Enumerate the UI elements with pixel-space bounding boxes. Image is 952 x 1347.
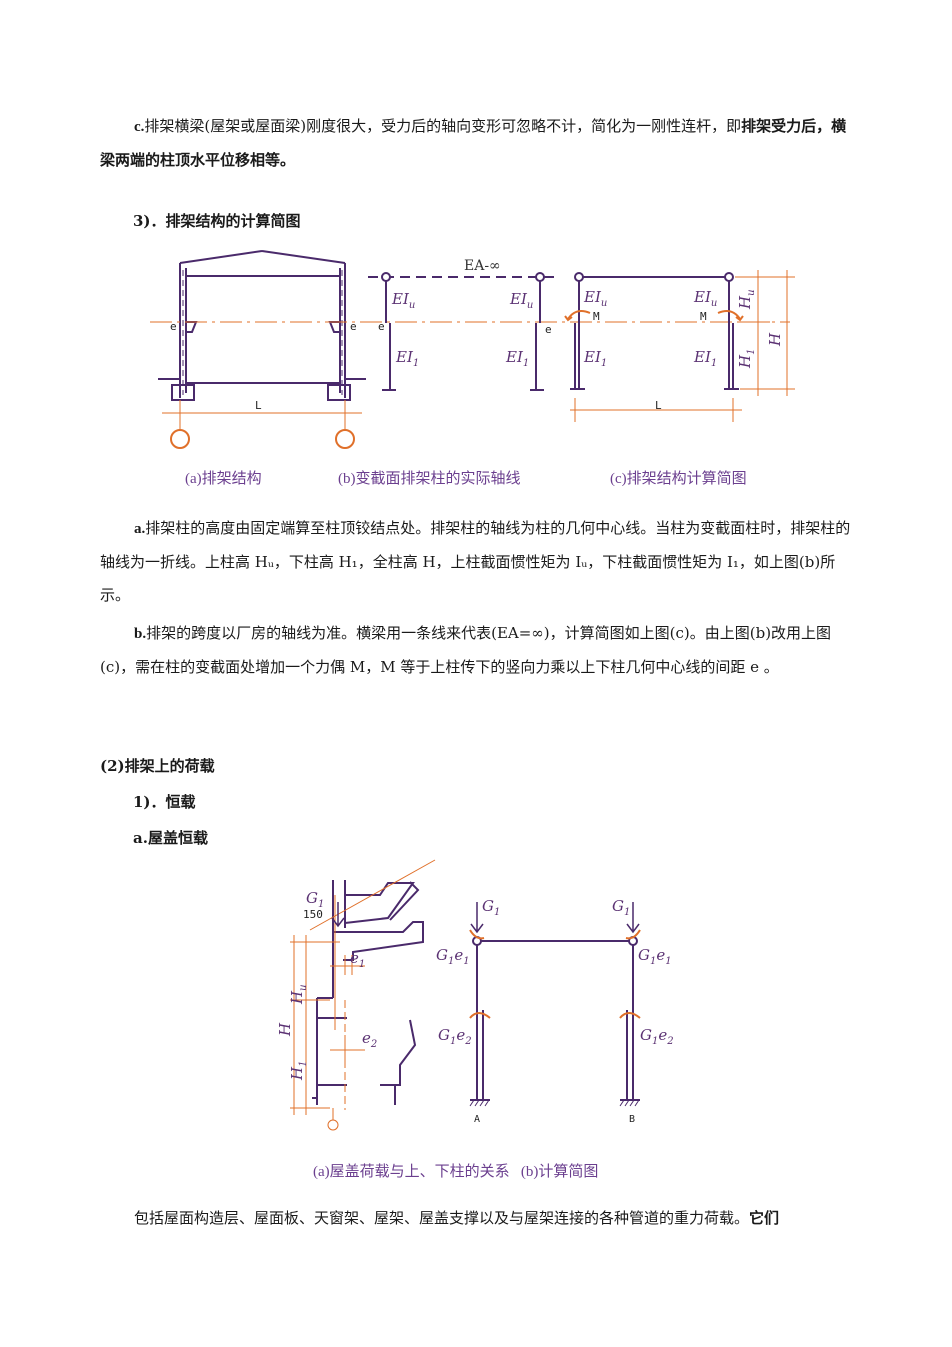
section-heading-3: 3)．排架结构的计算简图 bbox=[133, 212, 301, 230]
span-label-a: L bbox=[255, 399, 262, 412]
svg-text:G1: G1 bbox=[612, 897, 630, 918]
svg-text:EI1: EI1 bbox=[583, 348, 607, 369]
svg-text:e1: e1 bbox=[350, 949, 365, 970]
load-label-a: G bbox=[306, 889, 318, 907]
paragraph-roof-load: 包括屋面构造层、屋面板、天窗架、屋架、屋盖支撑以及与屋架连接的各种管道的重力荷载… bbox=[134, 1209, 780, 1227]
upper-stiffness-c-right: EI bbox=[693, 288, 712, 306]
column-detail-drawing bbox=[312, 880, 424, 1105]
load-label-b-left: G bbox=[482, 897, 494, 915]
detail-total-height-label: H bbox=[276, 1022, 294, 1037]
total-height-label: H bbox=[766, 332, 784, 347]
svg-text:EIu: EIu bbox=[583, 288, 607, 309]
svg-text:EI1: EI1 bbox=[505, 348, 529, 369]
paragraph-c: c.排架横梁(屋架或屋面梁)刚度很大，受力后的轴向变形可忽略不计，简化为一刚性连… bbox=[100, 117, 847, 169]
axis-circles bbox=[170, 429, 355, 449]
svg-text:G1e1: G1e1 bbox=[638, 946, 672, 967]
moment-label-right: M bbox=[700, 310, 707, 323]
svg-text:Hu: Hu bbox=[288, 984, 309, 1005]
svg-text:G1e2: G1e2 bbox=[438, 1026, 472, 1047]
bent-frame-figure: L e e EA-∞ e e EIu EIu EI1 EI1 M M EIu bbox=[150, 250, 795, 449]
svg-text:G1: G1 bbox=[306, 889, 324, 910]
svg-text:G1e1: G1e1 bbox=[436, 946, 470, 967]
load-moment-arrows bbox=[469, 929, 641, 1019]
svg-text:Hu: Hu bbox=[736, 289, 757, 310]
moment-arrows bbox=[564, 310, 744, 322]
bent-structure-drawing bbox=[158, 250, 366, 401]
svg-text:G1e2: G1e2 bbox=[640, 1026, 674, 1047]
caption-c: (c)排架结构计算简图 bbox=[610, 471, 747, 487]
load-computing-diagram bbox=[469, 936, 640, 1107]
svg-text:G1: G1 bbox=[482, 897, 500, 918]
caption-fig2: (a)屋盖荷载与上、下柱的关系 (b)计算简图 bbox=[313, 1164, 599, 1180]
ecc-label-a-right: e bbox=[350, 320, 357, 333]
load-label-b-right: G bbox=[612, 897, 624, 915]
span-label-c: L bbox=[655, 399, 662, 412]
ecc-label-a-left: e bbox=[170, 320, 177, 333]
moment-label-left: M bbox=[593, 310, 600, 323]
svg-text:H1: H1 bbox=[288, 1061, 309, 1081]
lower-stiffness-c-right: EI bbox=[693, 348, 712, 366]
upper-stiffness-c-left: EI bbox=[583, 288, 602, 306]
upper-stiffness-b-right: EI bbox=[509, 290, 528, 308]
lower-stiffness-b-left: EI bbox=[395, 348, 414, 366]
roof-load-figure: G1 150 e1 e2 Hu H H1 G1 G1 G1e1 G1e1 G1e… bbox=[276, 859, 674, 1131]
detail-upper-height-label: H bbox=[288, 990, 306, 1005]
caption-a: (a)排架结构 bbox=[185, 471, 262, 487]
upper-height-label: H bbox=[736, 295, 754, 310]
ecc-label-b-left: e bbox=[378, 320, 385, 333]
moment-ge1-right: G bbox=[638, 946, 650, 964]
ecc-label-b-right: e bbox=[545, 323, 552, 336]
paragraph-b: b.排架的跨度以厂房的轴线为准。横梁用一条线来代表(EA=∞)，计算简图如上图(… bbox=[100, 624, 832, 676]
svg-text:EI1: EI1 bbox=[395, 348, 419, 369]
paragraph-a: a.排架柱的高度由固定端算至柱顶铰结点处。排架柱的轴线为柱的几何中心线。当柱为变… bbox=[100, 519, 851, 604]
svg-text:EIu: EIu bbox=[693, 288, 717, 309]
support-a-label: A bbox=[474, 1114, 480, 1125]
lower-stiffness-b-right: EI bbox=[505, 348, 524, 366]
height-dimensions bbox=[570, 270, 795, 422]
svg-text:H1: H1 bbox=[736, 349, 757, 369]
dim-150-label: 150 bbox=[303, 908, 323, 921]
ecc-e1-label: e bbox=[350, 949, 359, 967]
section-heading-loads: (2)排架上的荷载 bbox=[100, 757, 215, 775]
svg-text:EIu: EIu bbox=[509, 290, 533, 311]
detail-lower-height-label: H bbox=[288, 1066, 306, 1081]
upper-stiffness-b-left: EI bbox=[391, 290, 410, 308]
computing-diagram bbox=[570, 272, 739, 390]
section-heading-dead-load: 1)．恒载 bbox=[133, 793, 196, 811]
lower-stiffness-c-left: EI bbox=[583, 348, 602, 366]
svg-text:e2: e2 bbox=[362, 1029, 377, 1050]
moment-ge2-right: G bbox=[640, 1026, 652, 1044]
svg-text:EI1: EI1 bbox=[693, 348, 717, 369]
svg-text:EIu: EIu bbox=[391, 290, 415, 311]
support-b-label: B bbox=[629, 1114, 635, 1125]
ecc-e2-label: e bbox=[362, 1029, 371, 1047]
actual-axis-drawing bbox=[368, 272, 560, 391]
section-heading-roof-dead-load: a.屋盖恒载 bbox=[133, 829, 208, 847]
lower-height-label: H bbox=[736, 354, 754, 369]
moment-ge2-left: G bbox=[438, 1026, 450, 1044]
moment-ge1-left: G bbox=[436, 946, 448, 964]
rigid-beam-label: EA-∞ bbox=[464, 258, 501, 274]
caption-b: (b)变截面排架柱的实际轴线 bbox=[338, 471, 521, 487]
